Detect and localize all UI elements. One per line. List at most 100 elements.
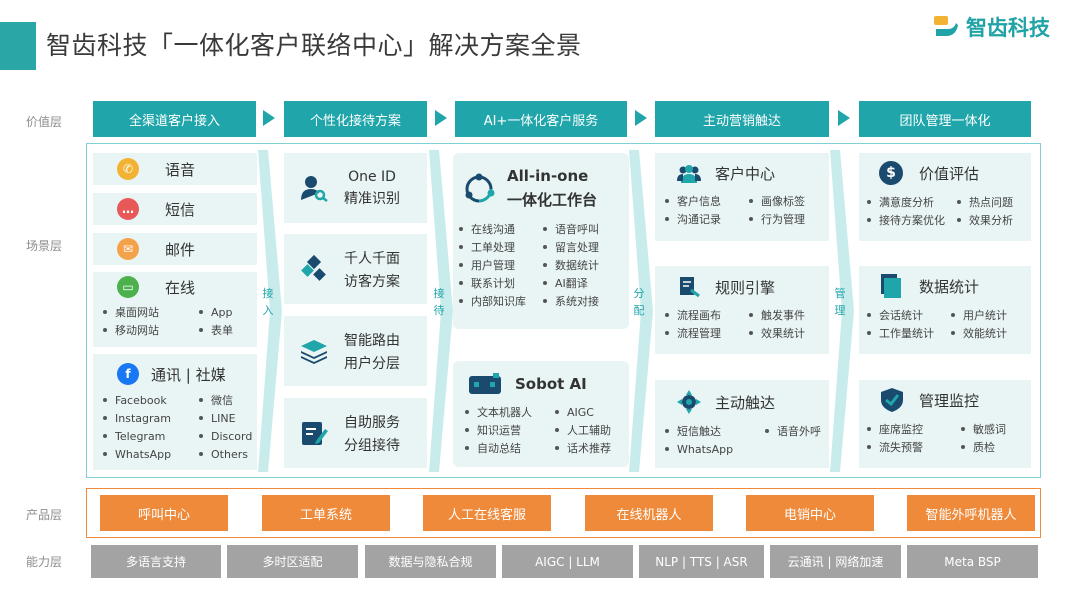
page-title: 智齿科技「一体化客户联络中心」解决方案全景 (46, 31, 582, 60)
list-item: App (199, 303, 259, 321)
list-item: 知识运营 (465, 421, 555, 439)
logo: 智齿科技 (934, 12, 1050, 42)
connector-label: 管理 (834, 287, 846, 317)
capability-item: 云通讯 | 网络加速 (770, 545, 901, 578)
list-item: 数据统计 (543, 256, 623, 274)
list-item: AI翻译 (543, 274, 623, 292)
list-item: Others (199, 445, 259, 463)
reception-line1: 智能路由 (344, 332, 400, 349)
product-item: 在线机器人 (585, 495, 713, 531)
reach-icon (677, 390, 701, 414)
product-item: 工单系统 (262, 495, 390, 531)
list-item: 内部知识库 (459, 292, 543, 310)
marketing-card: 规则引擎 流程画布 触发事件 流程管理 效果统计 (655, 266, 829, 354)
layers-icon (301, 340, 327, 364)
value-item: 全渠道客户接入 (93, 101, 256, 137)
reception-line2: 用户分层 (344, 355, 400, 372)
list-item: AIGC (555, 403, 631, 421)
list-item: 短信触达 (665, 422, 765, 440)
connector-chevron (258, 150, 282, 472)
connector-chevron (629, 150, 653, 472)
list-item: 画像标签 (749, 192, 829, 210)
scene-frame (86, 143, 1041, 478)
list-item: 敏感词 (961, 420, 1031, 438)
list-item: 语音呼叫 (543, 220, 623, 238)
capability-item: 数据与隐私合规 (365, 545, 496, 578)
reception-line2: 精准识别 (344, 190, 400, 207)
mail-icon: ✉ (117, 238, 139, 260)
list-item: Telegram (103, 427, 199, 445)
user-search-icon (301, 176, 328, 202)
reception-line2: 访客方案 (344, 273, 400, 290)
phone-icon: ✆ (117, 158, 139, 180)
arrow-right-icon (435, 110, 447, 126)
team-card: $ 价值评估 满意度分析 热点问题 接待方案优化 效果分析 (859, 153, 1031, 241)
connector-label: 接入 (262, 287, 274, 317)
reception-line1: 自助服务 (344, 414, 400, 431)
marketing-card: 主动触达 短信触达 语音外呼 WhatsApp (655, 380, 829, 468)
list-item: 用户统计 (951, 306, 1031, 324)
capability-item: 多时区适配 (227, 545, 358, 578)
workbench-subtitle: 一体化工作台 (507, 191, 598, 209)
sobot-ai-card: Sobot AI 文本机器人 AIGC 知识运营 人工辅助 自动总结 话术推荐 (453, 361, 629, 467)
channel-label: 通讯 | 社媒 (151, 365, 226, 384)
list-item: 联系计划 (459, 274, 543, 292)
cycle-icon (465, 173, 495, 202)
channel-social: f 通讯 | 社媒 Facebook 微信 Instagram LINE Tel… (93, 354, 257, 470)
channel-label: 邮件 (165, 240, 196, 259)
desktop-icon: ▭ (117, 276, 139, 298)
list-item: 会话统计 (867, 306, 951, 324)
row-label-capability: 能力层 (26, 555, 63, 569)
arrow-right-icon (263, 110, 275, 126)
facebook-icon: f (117, 363, 139, 385)
title-accent-bar (0, 22, 36, 70)
reception-line1: One ID (348, 168, 396, 185)
list-item: WhatsApp (665, 440, 765, 458)
list-item: 系统对接 (543, 292, 623, 310)
product-item: 电销中心 (746, 495, 874, 531)
list-item: 流失预警 (867, 438, 961, 456)
rules-icon (680, 277, 700, 298)
team-card: 管理监控 座席监控 敏感词 流失预警 质检 (859, 380, 1031, 468)
list-item: 接待方案优化 (867, 211, 957, 229)
list-item: Facebook (103, 391, 199, 409)
list-item: LINE (199, 409, 259, 427)
logo-text: 智齿科技 (966, 16, 1050, 40)
value-item: 个性化接待方案 (284, 101, 427, 137)
list-item: 满意度分析 (867, 193, 957, 211)
connector-chevron (830, 150, 854, 472)
marketing-title: 主动触达 (715, 393, 776, 412)
list-item: 触发事件 (749, 306, 829, 324)
dollar-icon: $ (879, 161, 903, 185)
marketing-card: 客户中心 客户信息 画像标签 沟通记录 行为管理 (655, 153, 829, 241)
logo-icon (934, 16, 958, 36)
list-item: Discord (199, 427, 259, 445)
book-icon (881, 274, 901, 298)
list-item: 效果统计 (749, 324, 829, 342)
list-item: 人工辅助 (555, 421, 631, 439)
value-item: 主动营销触达 (655, 101, 829, 137)
channel-sms: … 短信 (93, 193, 257, 225)
list-item: 语音外呼 (765, 422, 835, 440)
product-item: 智能外呼机器人 (907, 495, 1035, 531)
row-label-product: 产品层 (26, 508, 63, 522)
users-icon (677, 164, 701, 183)
channel-voice: ✆ 语音 (93, 153, 257, 185)
value-item: AI+一体化客户服务 (455, 101, 627, 137)
connector-chevron (429, 150, 453, 472)
list-item: 微信 (199, 391, 259, 409)
list-item: 表单 (199, 321, 259, 339)
team-title: 管理监控 (919, 391, 980, 410)
workbench-card: All-in-one 一体化工作台 在线沟通 语音呼叫 工单处理 留言处理 用户… (453, 153, 629, 329)
list-item: 工作量统计 (867, 324, 951, 342)
list-item: 文本机器人 (465, 403, 555, 421)
list-item: 质检 (961, 438, 1031, 456)
reception-card: 智能路由 用户分层 (284, 316, 427, 386)
value-item: 团队管理一体化 (859, 101, 1031, 137)
channel-label: 在线 (165, 278, 196, 297)
robot-icon (469, 373, 501, 394)
arrow-right-icon (635, 110, 647, 126)
edit-icon (302, 422, 328, 445)
product-item: 人工在线客服 (423, 495, 551, 531)
reception-card: 自助服务 分组接待 (284, 398, 427, 468)
